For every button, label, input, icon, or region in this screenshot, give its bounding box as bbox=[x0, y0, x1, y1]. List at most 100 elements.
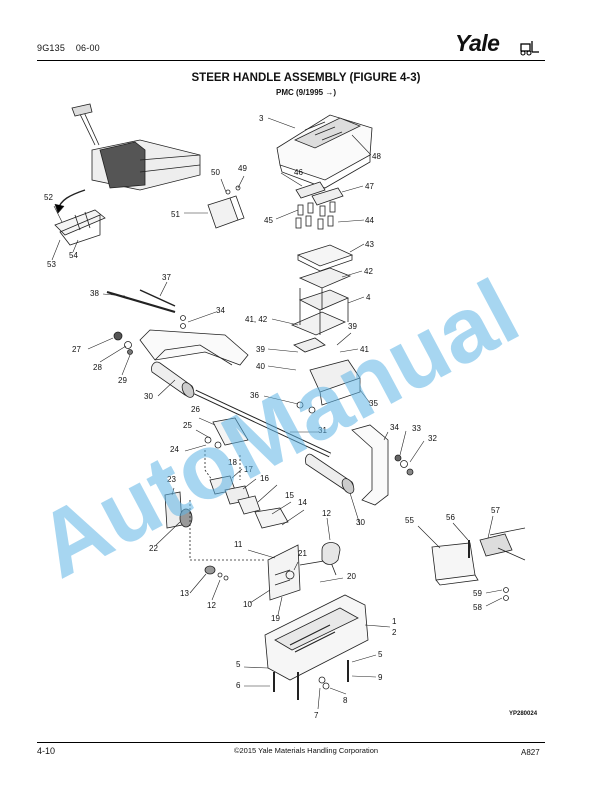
callout: 2 bbox=[392, 628, 397, 637]
callout: 25 bbox=[183, 421, 192, 430]
callout: 59 bbox=[473, 589, 482, 598]
callout: 19 bbox=[271, 614, 280, 623]
callout: 31 bbox=[318, 426, 327, 435]
truck-thumbnail bbox=[54, 103, 201, 214]
callout: 12 bbox=[322, 509, 331, 518]
roller-30-left bbox=[151, 361, 195, 398]
callout: 32 bbox=[428, 434, 437, 443]
callout: 49 bbox=[238, 164, 247, 173]
hardware-32-34 bbox=[296, 401, 414, 476]
callout: 33 bbox=[412, 424, 421, 433]
callout: 41 bbox=[360, 345, 369, 354]
callout: 47 bbox=[365, 182, 374, 191]
callout: 52 bbox=[44, 193, 53, 202]
mount-10 bbox=[267, 544, 337, 601]
callout: 40 bbox=[256, 362, 265, 371]
page-code: A827 bbox=[521, 748, 540, 757]
callout: 28 bbox=[93, 363, 102, 372]
diagram-id: YP280024 bbox=[509, 711, 538, 717]
header-rule bbox=[37, 60, 545, 61]
callout: 35 bbox=[369, 399, 378, 408]
callout-labels: 1 2 3 4 5 5 6 7 8 9 10 11 12 12 13 14 15… bbox=[44, 114, 500, 720]
callout: 22 bbox=[149, 544, 158, 553]
plate-26 bbox=[204, 417, 249, 449]
callout: 41, 42 bbox=[245, 315, 268, 324]
callout: 1 bbox=[392, 617, 397, 626]
callout: 14 bbox=[298, 498, 307, 507]
callout: 26 bbox=[191, 405, 200, 414]
footer-rule bbox=[37, 742, 545, 743]
switch-51 bbox=[207, 185, 245, 229]
yoke-35 bbox=[309, 359, 389, 506]
callout: 53 bbox=[47, 260, 56, 269]
callout: 50 bbox=[211, 168, 220, 177]
callout: 34 bbox=[390, 423, 399, 432]
callout: 21 bbox=[298, 549, 307, 558]
callout: 30 bbox=[144, 392, 153, 401]
fasteners-27-29 bbox=[113, 331, 133, 355]
callout: 15 bbox=[285, 491, 294, 500]
base-1 bbox=[264, 594, 369, 681]
callout: 44 bbox=[365, 216, 374, 225]
page-number: 4-10 bbox=[37, 746, 56, 756]
callout: 27 bbox=[72, 345, 81, 354]
callout: 45 bbox=[264, 216, 273, 225]
callout: 12 bbox=[207, 601, 216, 610]
callout: 9 bbox=[378, 673, 383, 682]
callout: 30 bbox=[356, 518, 365, 527]
callout: 39 bbox=[256, 345, 265, 354]
callout: 5 bbox=[378, 650, 383, 659]
callout: 7 bbox=[314, 711, 319, 720]
doc-date: 06-00 bbox=[75, 43, 100, 53]
callout: 54 bbox=[69, 251, 78, 260]
callout: 13 bbox=[180, 589, 189, 598]
callout: 39 bbox=[348, 322, 357, 331]
potentiometer-22-23 bbox=[164, 491, 193, 529]
callout: 24 bbox=[170, 445, 179, 454]
callout: 55 bbox=[405, 516, 414, 525]
callout: 42 bbox=[364, 267, 373, 276]
knob-13 bbox=[204, 565, 229, 581]
cap-12 bbox=[321, 542, 341, 565]
page-title: STEER HANDLE ASSEMBLY (FIGURE 4-3) bbox=[191, 72, 421, 84]
callout: 11 bbox=[234, 540, 243, 549]
copyright: ©2015 Yale Materials Handling Corporatio… bbox=[233, 746, 379, 755]
callout: 17 bbox=[244, 465, 253, 474]
switch-57 bbox=[479, 527, 526, 601]
roller-30-right bbox=[305, 453, 355, 494]
callout: 38 bbox=[90, 289, 99, 298]
shaft-37 bbox=[106, 289, 186, 329]
page-subtitle: PMC (9/1995 →) bbox=[275, 88, 337, 97]
leader-lines bbox=[51, 117, 503, 710]
brand-logo: Yale bbox=[455, 30, 500, 56]
forklift-icon bbox=[520, 41, 539, 56]
callout: 51 bbox=[171, 210, 180, 219]
callout: 4 bbox=[366, 293, 371, 302]
callout: 6 bbox=[236, 681, 241, 690]
cover-3 bbox=[276, 114, 373, 189]
callout: 10 bbox=[243, 600, 252, 609]
callout: 48 bbox=[372, 152, 381, 161]
axle-31 bbox=[193, 389, 332, 458]
callout: 3 bbox=[259, 114, 264, 123]
buttons-45-47 bbox=[295, 181, 344, 230]
callout: 16 bbox=[260, 474, 269, 483]
brackets-16-18 bbox=[209, 475, 289, 529]
document-code: 9G135 06-00 bbox=[37, 43, 100, 53]
callout: 29 bbox=[118, 376, 127, 385]
handle-frame bbox=[139, 329, 249, 366]
callout: 37 bbox=[162, 273, 171, 282]
callout: 43 bbox=[365, 240, 374, 249]
callout: 18 bbox=[228, 458, 237, 467]
fasteners-5-9 bbox=[273, 660, 349, 700]
bracket-55 bbox=[431, 540, 479, 586]
handle-detail bbox=[54, 209, 106, 246]
housing-4 bbox=[290, 244, 354, 353]
callout: 58 bbox=[473, 603, 482, 612]
callout: 46 bbox=[294, 168, 303, 177]
callout: 5 bbox=[236, 660, 241, 669]
callout: 8 bbox=[343, 696, 348, 705]
callout: 56 bbox=[446, 513, 455, 522]
callout: 23 bbox=[167, 475, 176, 484]
callout: 34 bbox=[216, 306, 225, 315]
